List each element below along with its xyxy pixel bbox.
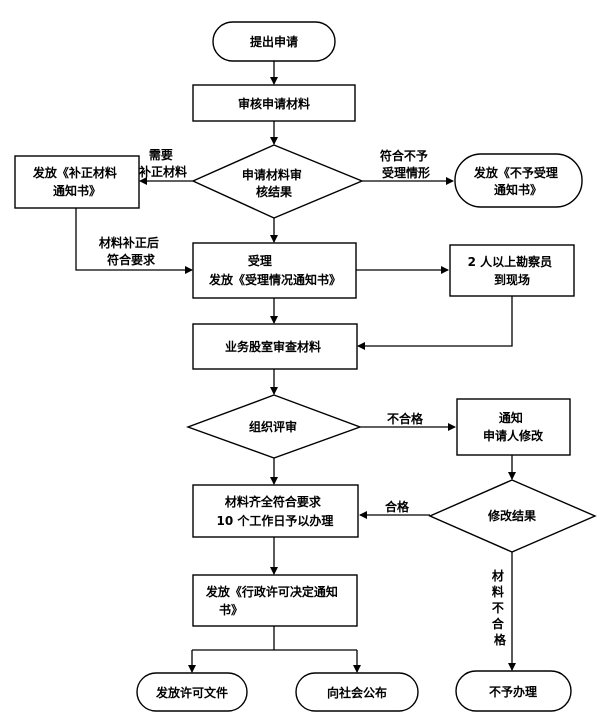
node-decision-notice-text: 发放《行政许可决定通知 书》 [205,584,342,617]
node-notify-modify-line1: 通知 [499,410,523,425]
node-reject-notice-text: 发放《不予受理 通知书》 [473,165,562,197]
node-submit: 提出申请 [212,21,336,62]
node-decision-notice-line1: 发放《行政许可决定通知 [205,584,338,599]
node-review-result: 申请材料审 核结果 [191,144,364,219]
label-need-supplement-line2: 补正材料 [138,164,187,179]
node-supplement-notice-text: 发放《补正材料 通知书》 [32,165,121,198]
edge-supplement-to-accept [75,208,193,274]
node-publish: 向社会公布 [295,672,419,712]
node-issue-license: 发放许可文件 [136,672,248,712]
label-need-supplement-line1: 需要 [149,147,173,162]
label-qualified: 合格 [385,499,410,514]
label-materials-unqualified-c4: 合 [492,616,505,631]
node-not-handled-text: 不予办理 [489,684,537,699]
node-accept: 受理 发放《受理情况通知书》 [192,242,357,299]
label-materials-unqualified-c2: 料 [492,584,504,599]
node-decision-notice: 发放《行政许可决定通知 书》 [192,574,358,627]
node-reject-notice-line1: 发放《不予受理 [473,165,558,180]
node-modify-result: 修改结果 [428,479,597,553]
node-supplement-notice-line1: 发放《补正材料 [32,165,117,180]
label-supplement-ok: 材料补正后 符合要求 [98,235,163,267]
label-materials-unqualified-c1: 材 [491,568,504,583]
node-org-review-text: 组织评审 [249,419,297,434]
node-review-result-line1: 申请材料审 [242,167,302,182]
node-reject-notice-line2: 通知书》 [494,182,542,197]
node-org-review: 组织评审 [185,394,363,459]
label-not-accepted: 符合不予 受理情形 [380,148,432,180]
node-reject-notice: 发放《不予受理 通知书》 [454,153,583,208]
node-accept-line2: 发放《受理情况通知书》 [208,272,341,287]
node-review-materials-text: 审核申请材料 [238,96,310,111]
node-accept-text: 受理 发放《受理情况通知书》 [208,253,341,287]
node-submit-text: 提出申请 [250,34,298,49]
node-supplement-notice: 发放《补正材料 通知书》 [14,155,140,209]
edge-inspection-to-dept-review [357,296,513,350]
node-review-result-text: 申请材料审 核结果 [242,167,306,199]
label-materials-unqualified: 材 料 不 合 格 [491,568,508,647]
node-modify-result-text: 修改结果 [487,508,536,523]
node-issue-license-text: 发放许可文件 [155,685,228,700]
node-notify-modify-line2: 申请人修改 [483,428,544,443]
node-notify-modify-text: 通知 申请人修改 [483,410,544,443]
node-complete-materials-line2: 10 个工作日予以办理 [217,513,334,528]
node-site-inspection-line2: 到现场 [494,272,530,287]
node-publish-text: 向社会公布 [327,685,387,700]
label-not-accepted-line2: 受理情形 [382,165,430,180]
edges [75,61,516,673]
node-complete-materials-text: 材料齐全符合要求 10 个工作日予以办理 [217,494,334,528]
label-materials-unqualified-c5: 格 [494,632,507,647]
node-decision-notice-line2: 书》 [219,602,243,617]
node-site-inspection: 2 人以上勘察员 到现场 [449,244,575,297]
edge-labels: 需要 补正材料 符合不予 受理情形 材料补正后 符合要求 不合格 合格 材 料 … [98,147,508,647]
node-dept-review-text: 业务股室审查材料 [225,339,321,354]
node-accept-line1: 受理 [248,253,272,268]
node-review-result-line2: 核结果 [256,184,292,199]
label-supplement-ok-line2: 符合要求 [107,252,156,267]
node-site-inspection-text: 2 人以上勘察员 到现场 [468,254,557,287]
node-supplement-notice-line2: 通知书》 [53,183,101,198]
label-supplement-ok-line1: 材料补正后 [98,235,159,250]
node-not-handled: 不予办理 [455,670,572,712]
node-complete-materials: 材料齐全符合要求 10 个工作日予以办理 [192,484,359,538]
node-notify-modify: 通知 申请人修改 [456,398,571,456]
label-materials-unqualified-c3: 不 [492,601,504,615]
label-not-accepted-line1: 符合不予 [380,148,428,163]
node-complete-materials-line1: 材料齐全符合要求 [224,494,322,509]
node-dept-review: 业务股室审查材料 [192,323,358,370]
node-site-inspection-line1: 2 人以上勘察员 [468,254,553,269]
node-review-materials: 审核申请材料 [192,84,356,122]
label-unqualified: 不合格 [387,411,424,426]
label-need-supplement: 需要 补正材料 [138,147,187,179]
